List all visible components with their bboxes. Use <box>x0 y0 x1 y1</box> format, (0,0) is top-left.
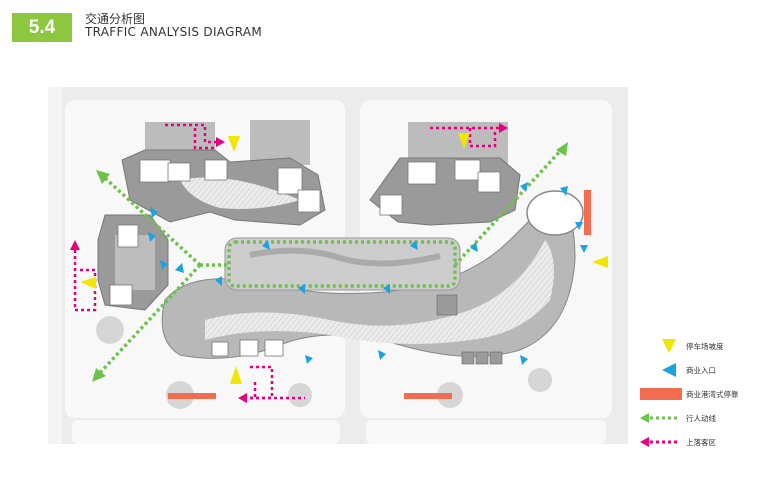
dropoff-arrowheads <box>70 123 508 403</box>
building-footprints <box>97 149 584 365</box>
map-legend: 停车场坡度 商业入口 商业港湾式停靠 行人动线 上落客区 <box>640 336 758 456</box>
commercial-entrance-markers <box>148 182 588 365</box>
magenta-dotted-arrow-icon <box>640 437 680 447</box>
legend-label-entrance: 商业入口 <box>686 366 716 375</box>
blue-triangle-icon <box>662 363 676 377</box>
bay-parking-marks <box>168 190 591 399</box>
legend-label-ramp: 停车场坡度 <box>686 342 724 351</box>
orange-bar-icon <box>640 388 682 400</box>
legend-label-dropoff: 上落客区 <box>686 438 716 447</box>
pedestrian-arrowheads <box>92 142 568 382</box>
dropoff-routes <box>73 123 502 400</box>
legend-label-pedestrian: 行人动线 <box>686 414 716 423</box>
legend-row-bay-parking: 商业港湾式停靠 <box>640 384 758 408</box>
legend-label-bay-parking: 商业港湾式停靠 <box>686 390 739 399</box>
title-english: TRAFFIC ANALYSIS DIAGRAM <box>85 25 263 39</box>
yellow-triangle-icon <box>662 339 676 353</box>
section-number-badge: 5.4 <box>12 13 72 42</box>
legend-row-pedestrian: 行人动线 <box>640 408 758 432</box>
legend-row-dropoff: 上落客区 <box>640 432 758 456</box>
legend-row-entrance: 商业入口 <box>640 360 758 384</box>
title-chinese: 交通分析图 <box>85 12 146 26</box>
legend-row-ramp: 停车场坡度 <box>640 336 758 360</box>
parking-ramp-markers <box>80 133 608 384</box>
green-dotted-arrow-icon <box>640 413 680 423</box>
